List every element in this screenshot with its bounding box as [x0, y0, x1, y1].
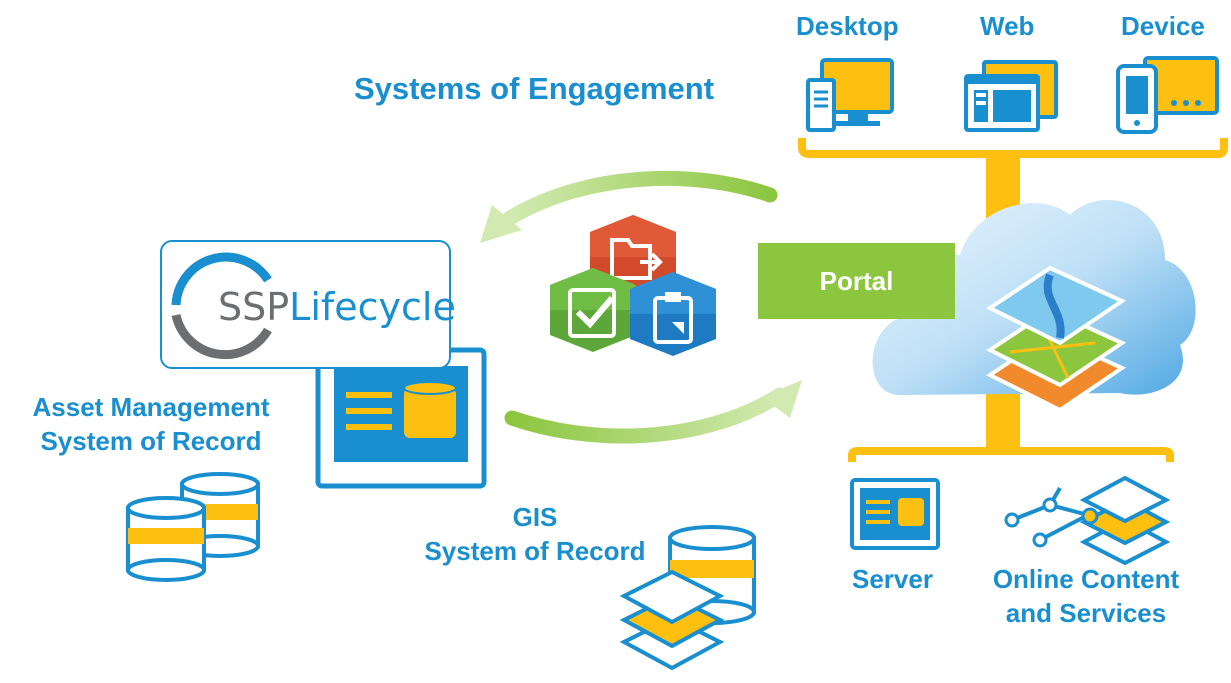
- asset-label-line2: System of Record: [40, 426, 262, 456]
- gis-label-line1: GIS: [512, 502, 558, 532]
- logo-ssp: SSP: [218, 285, 290, 329]
- online-label-line1: Online Content: [992, 564, 1180, 594]
- desktop-label: Desktop: [796, 11, 899, 41]
- asset-database-icon: [126, 472, 260, 582]
- app-icon-blue: [630, 272, 716, 356]
- device-icon: [1116, 56, 1219, 134]
- app-icon-green: [550, 268, 636, 352]
- gis-layers-icon: [619, 569, 725, 671]
- top-arrow-head: [480, 205, 522, 243]
- online-content-icon: [1004, 475, 1171, 566]
- server-icon: [850, 478, 940, 550]
- online-label-line2: and Services: [1005, 598, 1167, 628]
- app-window-icon: [315, 347, 487, 489]
- services-bracket: [848, 447, 1174, 462]
- logo-ring-icon: [171, 252, 272, 360]
- engagement-bracket: [798, 138, 1228, 158]
- portal-box: Portal: [758, 243, 955, 319]
- logo-wordmark: SSPLifecycle: [218, 285, 456, 329]
- device-label: Device: [1121, 11, 1205, 41]
- web-icon: [964, 60, 1058, 132]
- server-label: Server: [852, 564, 933, 594]
- desktop-icon: [806, 58, 894, 132]
- bottom-curved-arrow: [504, 387, 788, 444]
- portal-label: Portal: [819, 265, 894, 296]
- engagement-title: Systems of Engagement: [354, 71, 715, 106]
- top-curved-arrow: [502, 170, 778, 226]
- logo-lifecycle: Lifecycle: [289, 285, 456, 329]
- gis-label-line2: System of Record: [424, 536, 646, 566]
- bottom-arrow-head: [762, 380, 802, 418]
- map-layers-icon: [986, 265, 1127, 413]
- web-label: Web: [980, 11, 1035, 41]
- asset-label-line1: Asset Management: [32, 392, 270, 422]
